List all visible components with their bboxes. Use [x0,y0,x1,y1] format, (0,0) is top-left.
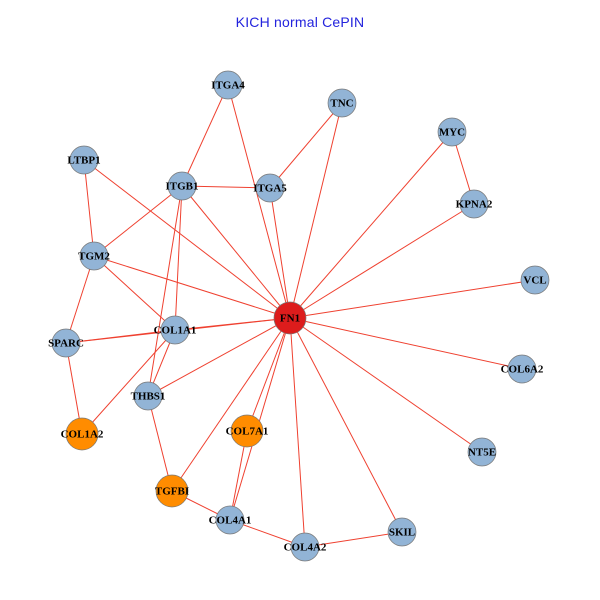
edge-ITGA5-ITGB1 [181,185,271,189]
node-ITGA5 [255,173,285,203]
edge-FN1-TGFBI [171,317,291,492]
plot-title: KICH normal CePIN [235,14,365,30]
edge-THBS1-ITGB1 [147,185,183,397]
edge-FN1-ITGA5 [269,187,291,319]
edge-FN1-VCL [289,279,536,319]
node-COL1A2 [65,417,99,451]
edge-FN1-THBS1 [147,317,291,397]
node-ITGA4 [213,70,243,100]
edge-COL1A1-ITGB1 [174,185,183,331]
edge-FN1-COL4A2 [289,317,306,548]
node-NT5E [467,437,497,467]
edge-FN1-COL4A1 [229,317,291,521]
edge-FN1-SKIL [289,317,403,533]
node-FN1 [273,301,307,335]
node-COL1A1 [160,315,190,345]
node-VCL [520,265,550,295]
node-SKIL [387,517,417,547]
edge-COL4A2-SKIL [304,531,403,548]
node-ITGB1 [167,171,197,201]
edge-COL1A1-SPARC [65,329,176,344]
edge-FN1-ITGA4 [227,84,291,319]
node-COL6A2 [507,354,537,384]
node-TGM2 [79,241,109,271]
edge-FN1-LTBP1 [83,159,291,319]
edge-FN1-COL7A1 [246,317,291,432]
edge-FN1-TNC [289,102,343,319]
edge-ITGA5-TNC [269,102,343,189]
node-KPNA2 [459,189,489,219]
node-THBS1 [133,381,163,411]
edge-FN1-NT5E [289,317,483,453]
edge-FN1-COL6A2 [289,317,523,370]
node-LTBP1 [69,145,99,175]
edge-COL1A1-COL1A2 [81,329,176,435]
edge-TGM2-COL1A1 [93,255,176,331]
edge-FN1-KPNA2 [289,203,475,319]
node-TNC [327,88,357,118]
node-COL4A1 [215,505,245,535]
node-TGFBI [155,474,189,508]
edge-ITGA4-ITGB1 [181,84,229,187]
node-COL4A2 [290,532,320,562]
edge-FN1-ITGB1 [181,185,291,319]
node-COL7A1 [230,414,264,448]
edge-TGM2-ITGB1 [93,185,183,257]
edge-LTBP1-TGM2 [83,159,95,257]
edge-FN1-TGM2 [93,255,291,319]
edge-FN1-MYC [289,131,453,319]
node-MYC [437,117,467,147]
edge-TGM2-SPARC [65,255,95,344]
node-SPARC [51,328,81,358]
